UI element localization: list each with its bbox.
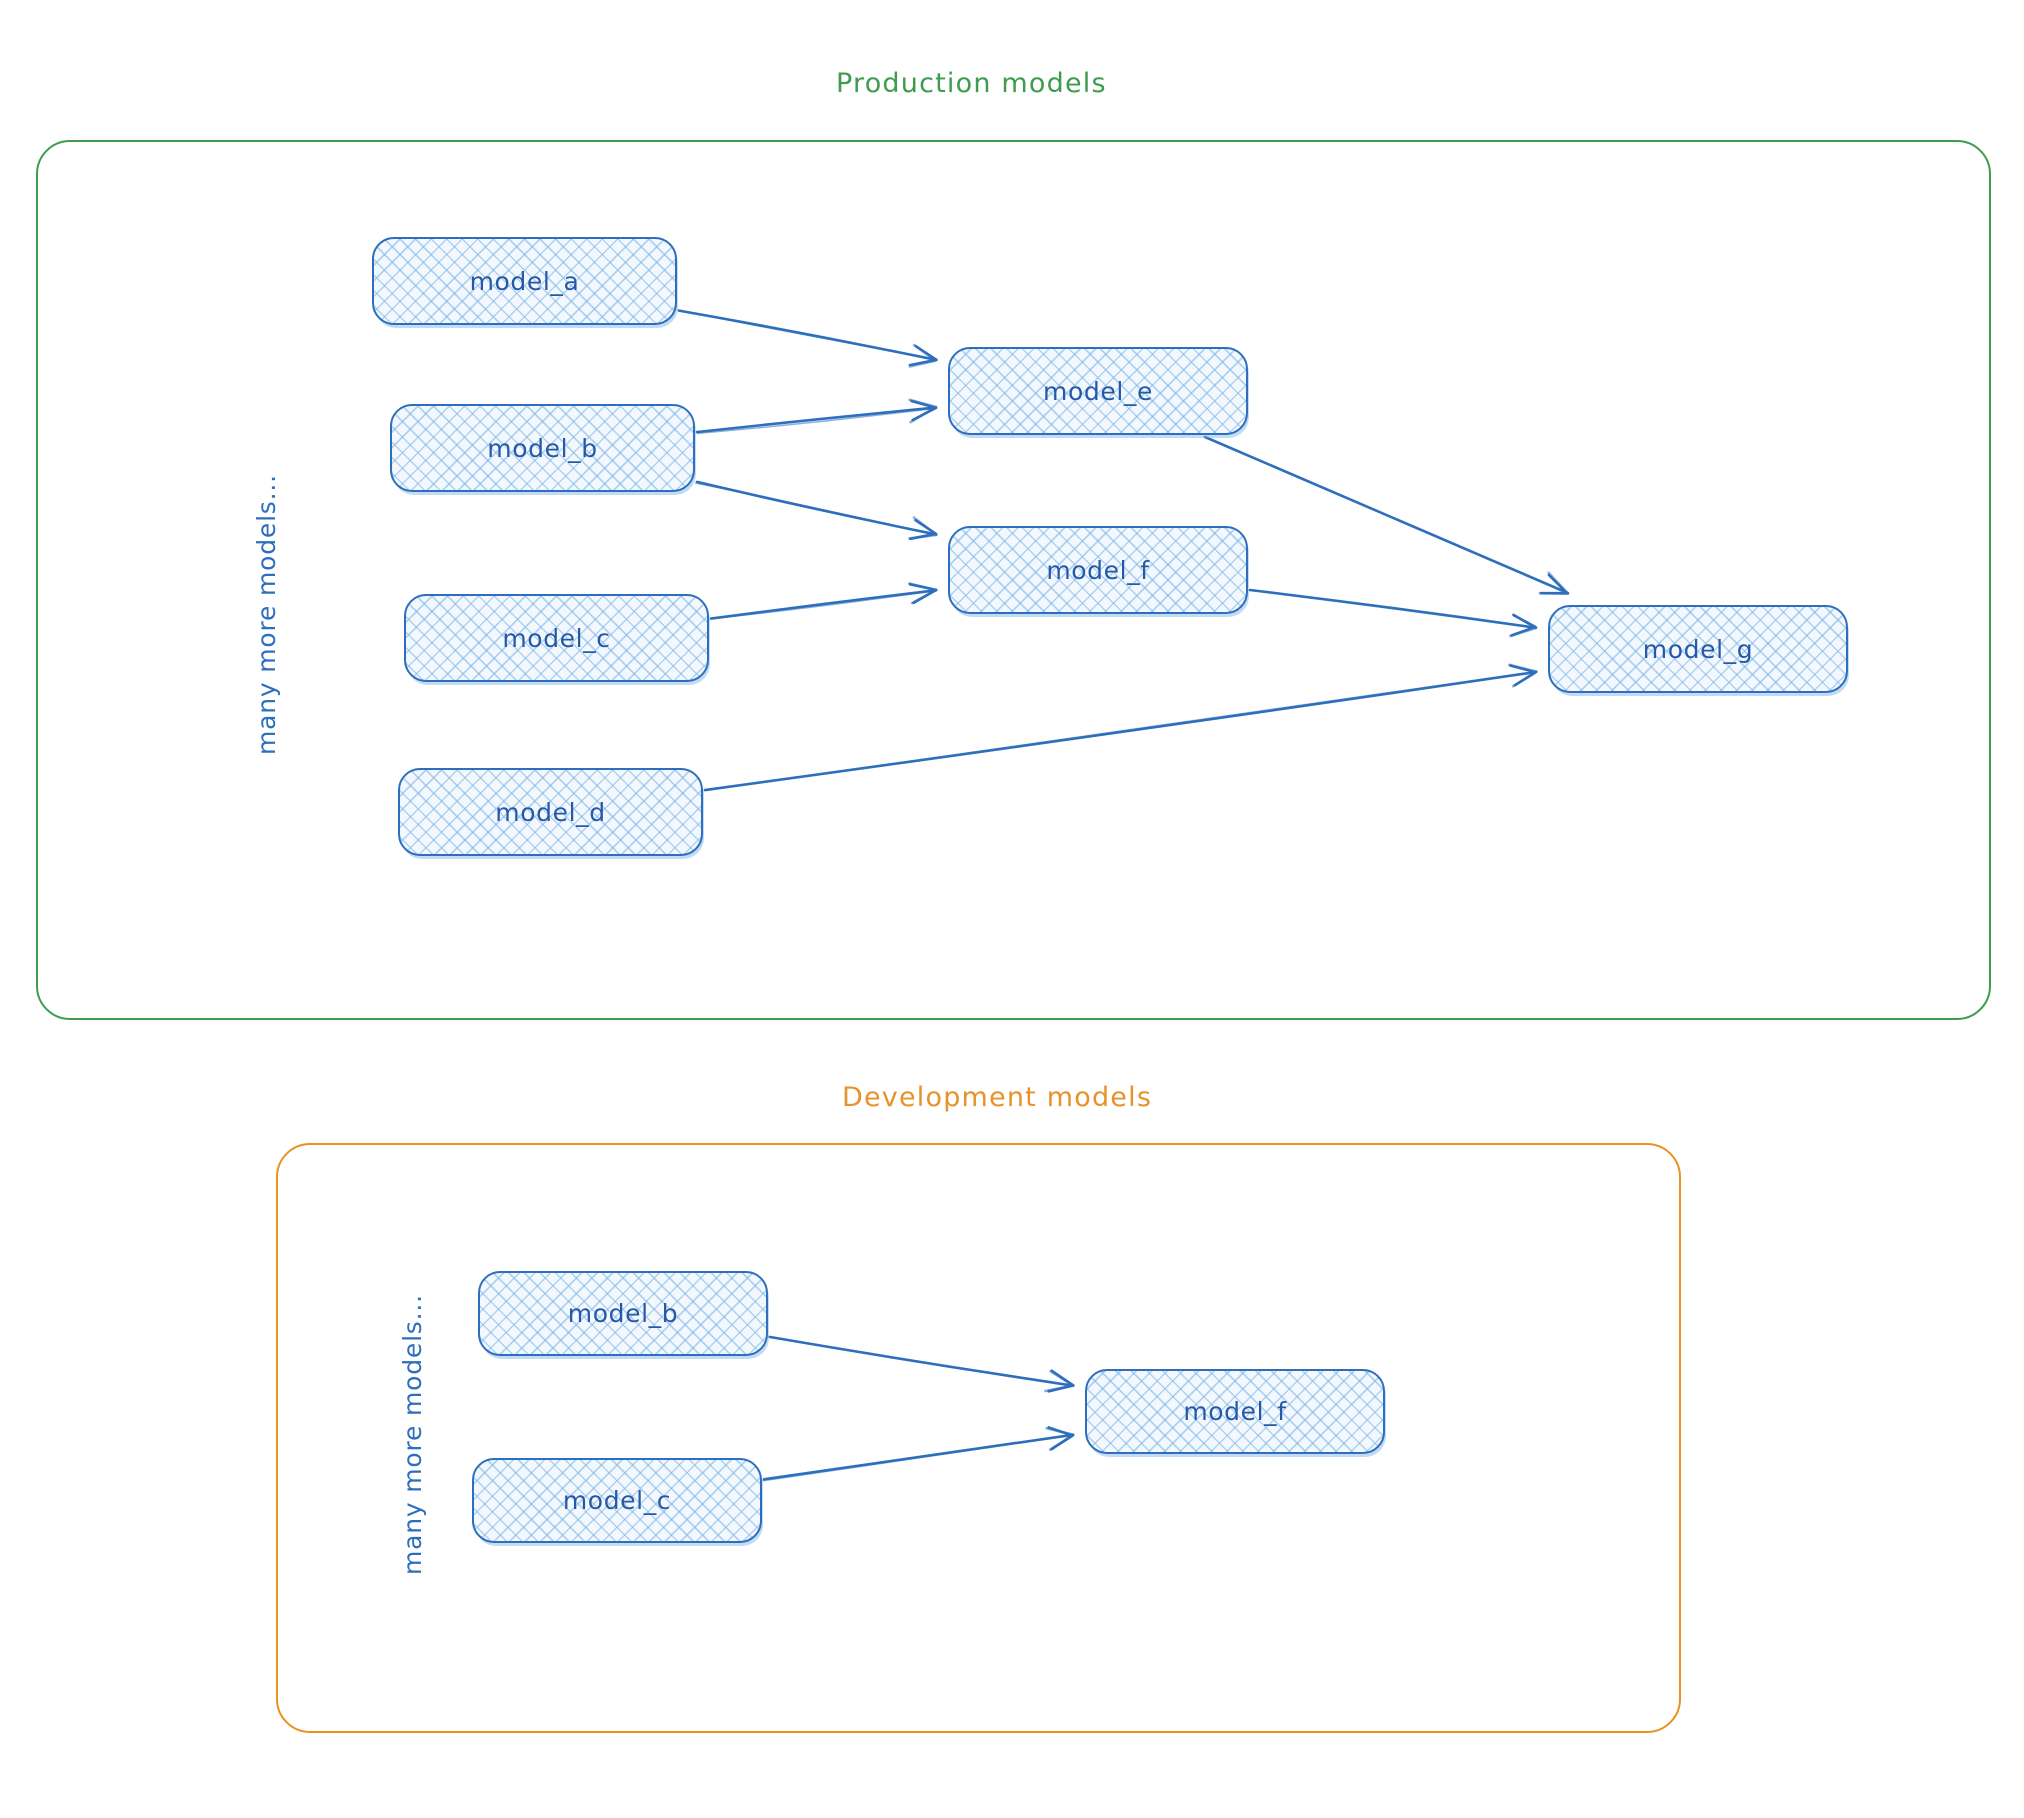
model-node-label: model_g <box>1642 634 1754 664</box>
model-node-label: model_d <box>495 797 606 827</box>
model-node-label: model_a <box>469 266 580 296</box>
model-node-label: model_f <box>1183 1397 1287 1426</box>
group-frame-production <box>36 140 1991 1020</box>
model-node-dev-model-c[interactable]: model_c <box>472 1458 762 1543</box>
model-node-label: model_c <box>502 623 611 653</box>
model-node-prod-model-g[interactable]: model_g <box>1548 605 1848 693</box>
many-more-models-label-development: many more models... <box>398 1294 427 1575</box>
model-node-prod-model-b[interactable]: model_b <box>390 404 695 492</box>
model-node-prod-model-c[interactable]: model_c <box>404 594 709 682</box>
many-more-models-label-production: many more models... <box>252 474 281 755</box>
group-frame-development <box>276 1143 1681 1733</box>
model-node-prod-model-f[interactable]: model_f <box>948 526 1248 614</box>
model-node-prod-model-d[interactable]: model_d <box>398 768 703 856</box>
model-node-label: model_b <box>567 1299 679 1328</box>
model-node-dev-model-f[interactable]: model_f <box>1085 1369 1385 1454</box>
model-node-label: model_c <box>562 1486 672 1515</box>
model-node-prod-model-e[interactable]: model_e <box>948 347 1248 435</box>
model-node-prod-model-a[interactable]: model_a <box>372 237 677 325</box>
group-title-production: Production models <box>836 68 1107 99</box>
group-title-development: Development models <box>842 1082 1153 1113</box>
model-node-label: model_e <box>1043 376 1153 406</box>
model-node-label: model_f <box>1046 555 1150 585</box>
model-node-dev-model-b[interactable]: model_b <box>478 1271 768 1356</box>
model-node-label: model_b <box>487 433 598 463</box>
